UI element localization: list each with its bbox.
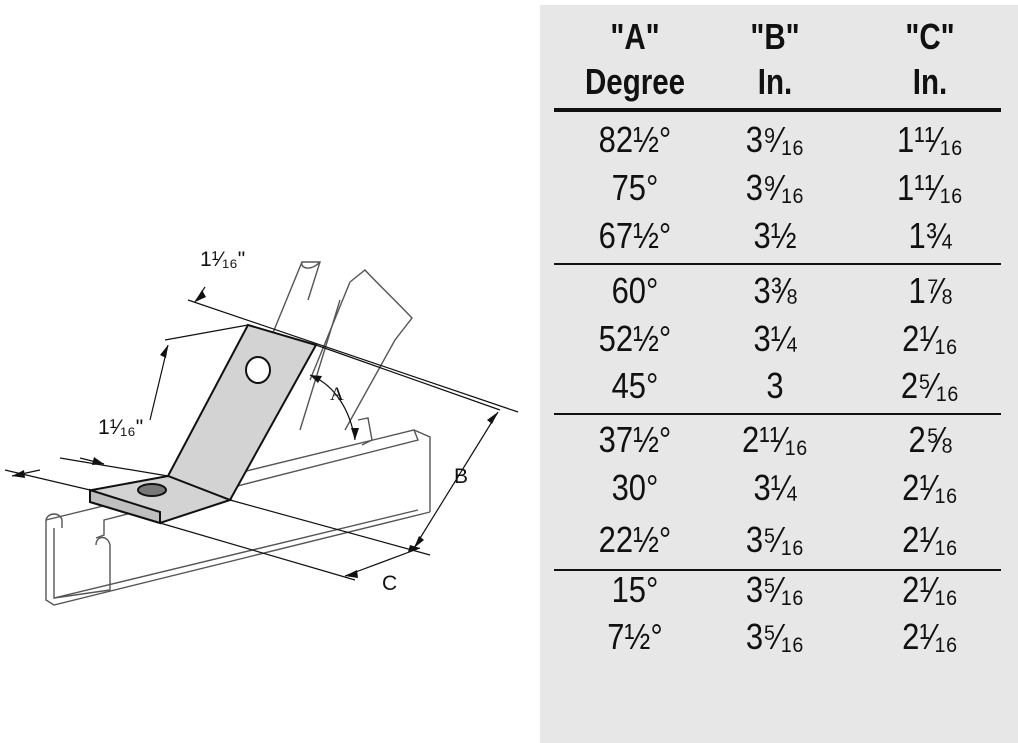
fitting-drawing: 1¹⁄₁₆" 1¹⁄₁₆" A B C [4,248,519,606]
cell-degree: 82½° [598,119,672,160]
cell-c: 1¹¹⁄₁₆ [897,167,963,208]
lower-hole [137,483,167,497]
group-rule [554,569,1001,571]
left-dimension-label: 1¹⁄₁₆" [98,416,143,439]
table-row: 45° 3 2⁵⁄₁₆ [540,363,1018,409]
header-b-quote: "B" [750,16,800,57]
table-row: 22½° 3⁵⁄₁₆ 2¹⁄₁₆ [540,517,1018,563]
cell-c: 1¾ [908,215,952,256]
dimension-b-label: B [454,465,468,488]
cell-b: 3⁹⁄₁₆ [745,119,805,160]
cell-c: 2¹⁄₁₆ [902,467,958,508]
table-row: 30° 3¼ 2¹⁄₁₆ [540,465,1018,511]
cell-b: 3⁵⁄₁₆ [745,616,805,657]
cell-degree: 30° [611,467,659,508]
cell-b: 3¼ [753,318,797,359]
cell-b: 3⁹⁄₁₆ [745,167,805,208]
cell-b: 2¹¹⁄₁₆ [742,419,808,460]
table-row: 67½° 3½ 1¾ [540,213,1018,259]
header-c-unit: In. [912,61,948,102]
cell-degree: 22½° [598,519,672,560]
dimension-c-label: C [382,572,397,595]
cell-b: 3⅜ [753,270,797,311]
table-row: 75° 3⁹⁄₁₆ 1¹¹⁄₁₆ [540,165,1018,211]
header-row-1: "A" "B" "C" [540,13,1018,61]
cell-c: 2¹⁄₁₆ [902,318,958,359]
cell-c: 2¹⁄₁₆ [902,569,958,610]
cell-c: 2⅝ [908,419,952,460]
cell-b: 3⁵⁄₁₆ [745,569,805,610]
table-row: 7½° 3⁵⁄₁₆ 2¹⁄₁₆ [540,614,1018,660]
header-a-unit: Degree [584,61,686,102]
cell-b: 3¼ [753,467,797,508]
cell-degree: 75° [611,167,659,208]
cell-b: 3⁵⁄₁₆ [745,519,805,560]
cell-degree: 37½° [598,419,672,460]
cell-degree: 52½° [598,318,672,359]
table-row: 37½° 2¹¹⁄₁₆ 2⅝ [540,417,1018,463]
dimension-arrows [12,290,498,578]
angle-a-label: A [330,384,344,405]
dimension-table: "A" "B" "C" Degree In. In. 82½° 3⁹⁄₁₆ 1¹… [540,5,1018,743]
cell-degree: 60° [611,270,659,311]
table-row: 60° 3⅜ 1⅞ [540,268,1018,314]
cell-c: 2¹⁄₁₆ [902,519,958,560]
table-row: 15° 3⁵⁄₁₆ 2¹⁄₁₆ [540,567,1018,613]
cell-c: 2¹⁄₁₆ [902,616,958,657]
cell-b: 3 [766,365,784,406]
channel-strut [45,429,431,606]
angled-strut [269,261,413,446]
cell-c: 1⅞ [908,270,952,311]
table-row: 82½° 3⁹⁄₁₆ 1¹¹⁄₁₆ [540,117,1018,163]
group-rule [554,263,1001,265]
header-row-2: Degree In. In. [540,58,1018,106]
cell-c: 2⁵⁄₁₆ [900,365,960,406]
header-a-quote: "A" [610,16,660,57]
cell-b: 3½ [753,215,797,256]
table-row: 52½° 3¼ 2¹⁄₁₆ [540,316,1018,362]
cell-degree: 67½° [598,215,672,256]
cell-degree: 45° [611,365,659,406]
group-rule [554,413,1001,415]
cell-c: 1¹¹⁄₁₆ [897,119,963,160]
cell-degree: 15° [611,569,659,610]
header-b-unit: In. [757,61,793,102]
upper-hole [245,356,271,384]
top-dimension-label: 1¹⁄₁₆" [200,248,245,271]
header-c-quote: "C" [905,16,955,57]
header-rule [554,108,1001,112]
cell-degree: 7½° [607,616,663,657]
